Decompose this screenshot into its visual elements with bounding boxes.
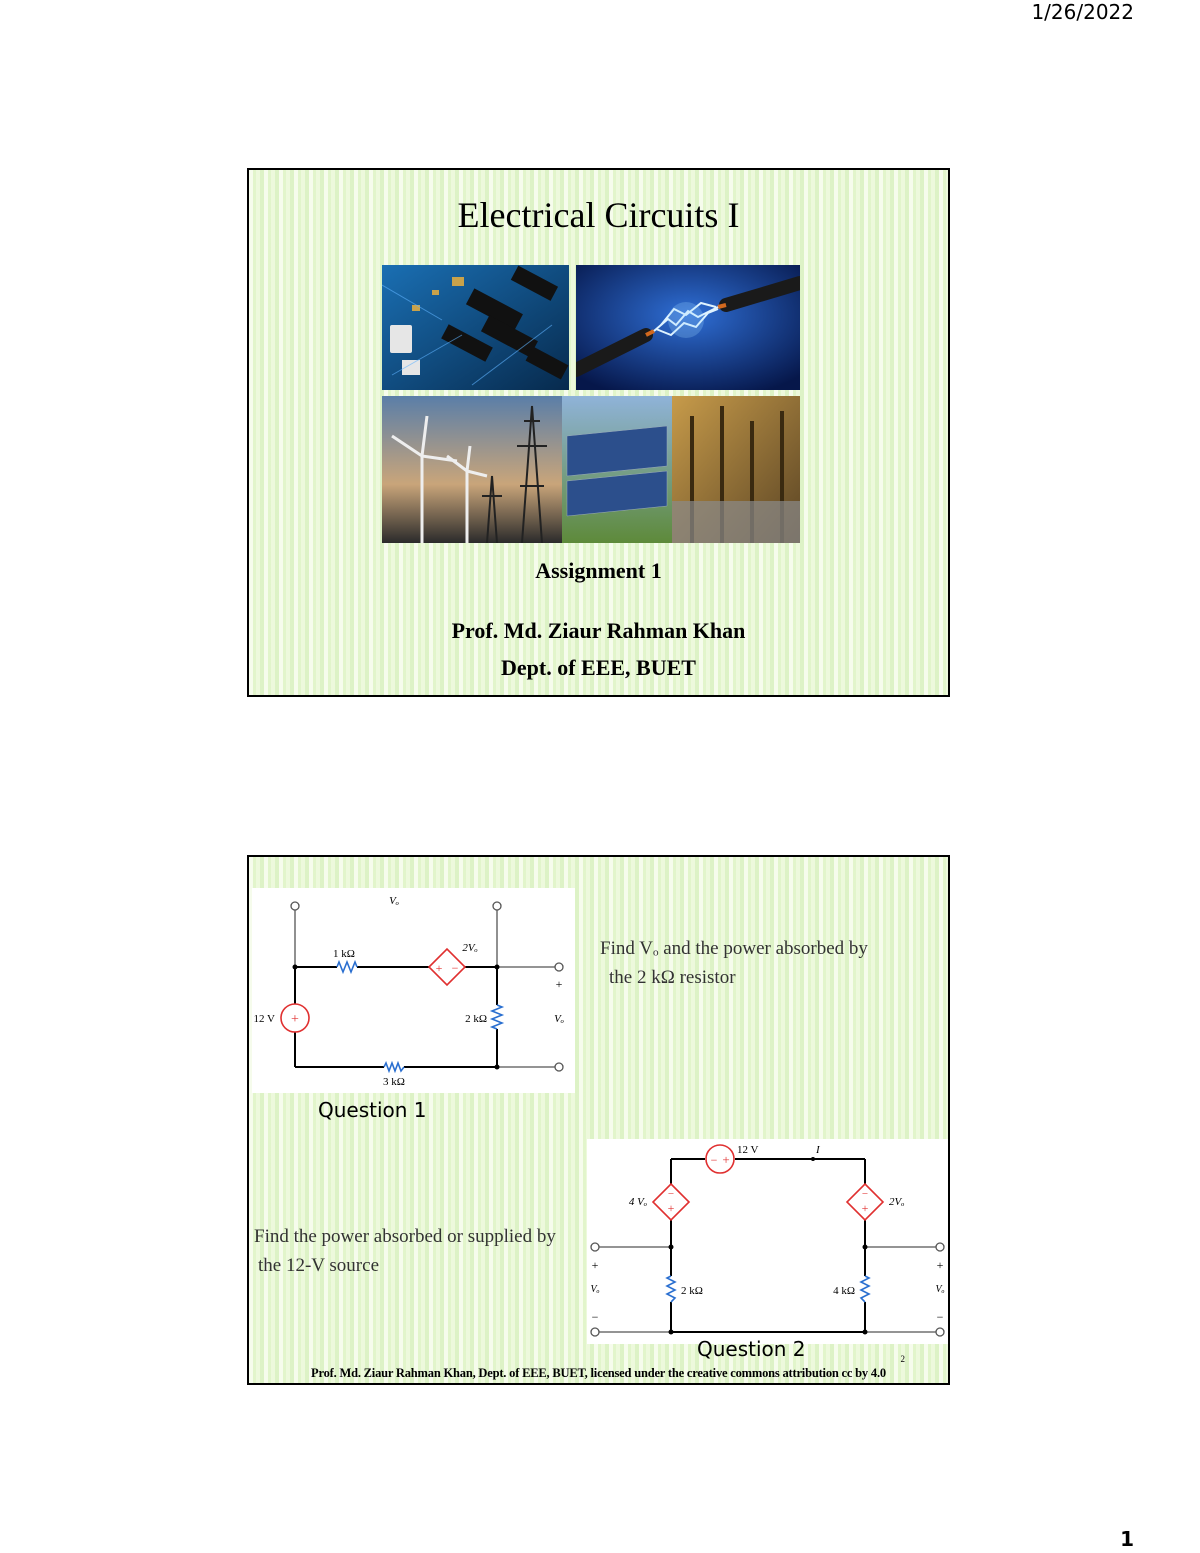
question1-prompt-line1: Find Vₒ and the power absorbed by <box>600 938 868 959</box>
question1-prompt: Find Vₒ and the power absorbed by the 2 … <box>600 934 868 992</box>
svg-text:−: − <box>862 1188 868 1200</box>
department-name: Dept. of EEE, BUET <box>501 655 696 680</box>
q2-left-dependent-label: 4 Vₒ <box>629 1196 647 1208</box>
page-number: 1 <box>1120 1527 1134 1551</box>
q2-left-vo-label: Vₒ <box>591 1284 600 1295</box>
question2-prompt-line1: Find the power absorbed or supplied by <box>254 1226 556 1247</box>
slide-title: Electrical Circuits I <box>457 195 740 235</box>
q2-left-minus: − <box>592 1310 599 1324</box>
page-date: 1/26/2022 <box>1031 0 1134 24</box>
q1-plus-label: + <box>556 977 563 991</box>
q2-left-resistor-label: 2 kΩ <box>681 1285 703 1297</box>
q2-right-plus: + <box>937 1258 944 1272</box>
question1-circuit: + + − 1 kΩ 3 kΩ 2 kΩ 12 V 2Vₒ Vₒ Vₒ + <box>252 888 575 1093</box>
slide-credit: Prof. Md. Ziaur Rahman Khan, Dept. of EE… <box>311 1366 886 1380</box>
question2-label: Question 2 <box>697 1337 806 1361</box>
q1-dependent-source-label: 2Vₒ <box>462 942 477 954</box>
q2-source-label: 12 V <box>737 1144 759 1156</box>
q2-right-vo-label: Vₒ <box>936 1284 945 1295</box>
svg-text:+: + <box>436 961 443 975</box>
svg-text:+: + <box>862 1201 869 1215</box>
title-slide: Electrical Circuits I <box>247 168 950 697</box>
q1-r2-label: 2 kΩ <box>465 1013 487 1025</box>
q1-r1-label: 1 kΩ <box>333 948 355 960</box>
svg-text:−: − <box>452 961 459 975</box>
q1-vo-right-label: Vₒ <box>554 1013 564 1025</box>
svg-text:+: + <box>668 1201 675 1215</box>
question2-prompt-line2: the 12-V source <box>258 1255 380 1276</box>
q1-vo-top-label: Vₒ <box>389 895 399 907</box>
question1-prompt-line2: the 2 kΩ resistor <box>609 967 736 988</box>
question1-label: Question 1 <box>318 1098 427 1122</box>
q1-r3-label: 3 kΩ <box>383 1076 405 1088</box>
q2-current-label: I <box>815 1144 821 1156</box>
svg-text:−: − <box>711 1153 718 1167</box>
electric-spark-photo <box>576 265 800 390</box>
svg-text:+: + <box>722 1152 729 1167</box>
q2-right-resistor-label: 4 kΩ <box>833 1285 855 1297</box>
assignment-label: Assignment 1 <box>535 558 662 583</box>
question2-circuit: − + − + − + 12 V I 4 Vₒ 2Vₒ 2 kΩ 4 kΩ + … <box>587 1139 948 1344</box>
questions-slide: + + − 1 kΩ 3 kΩ 2 kΩ 12 V 2Vₒ Vₒ Vₒ + Qu… <box>247 855 950 1385</box>
question2-prompt: Find the power absorbed or supplied by t… <box>254 1222 556 1280</box>
energy-collage-photo <box>382 396 800 543</box>
slide-number: 2 <box>900 1354 906 1364</box>
q2-right-minus: − <box>937 1310 944 1324</box>
circuit-board-photo <box>382 265 569 390</box>
q2-right-dependent-label: 2Vₒ <box>889 1196 904 1208</box>
author-name: Prof. Md. Ziaur Rahman Khan <box>451 618 746 643</box>
q1-source-label: 12 V <box>254 1013 276 1025</box>
svg-text:−: − <box>668 1188 674 1200</box>
q2-left-plus: + <box>592 1258 599 1272</box>
svg-text:+: + <box>291 1012 299 1027</box>
